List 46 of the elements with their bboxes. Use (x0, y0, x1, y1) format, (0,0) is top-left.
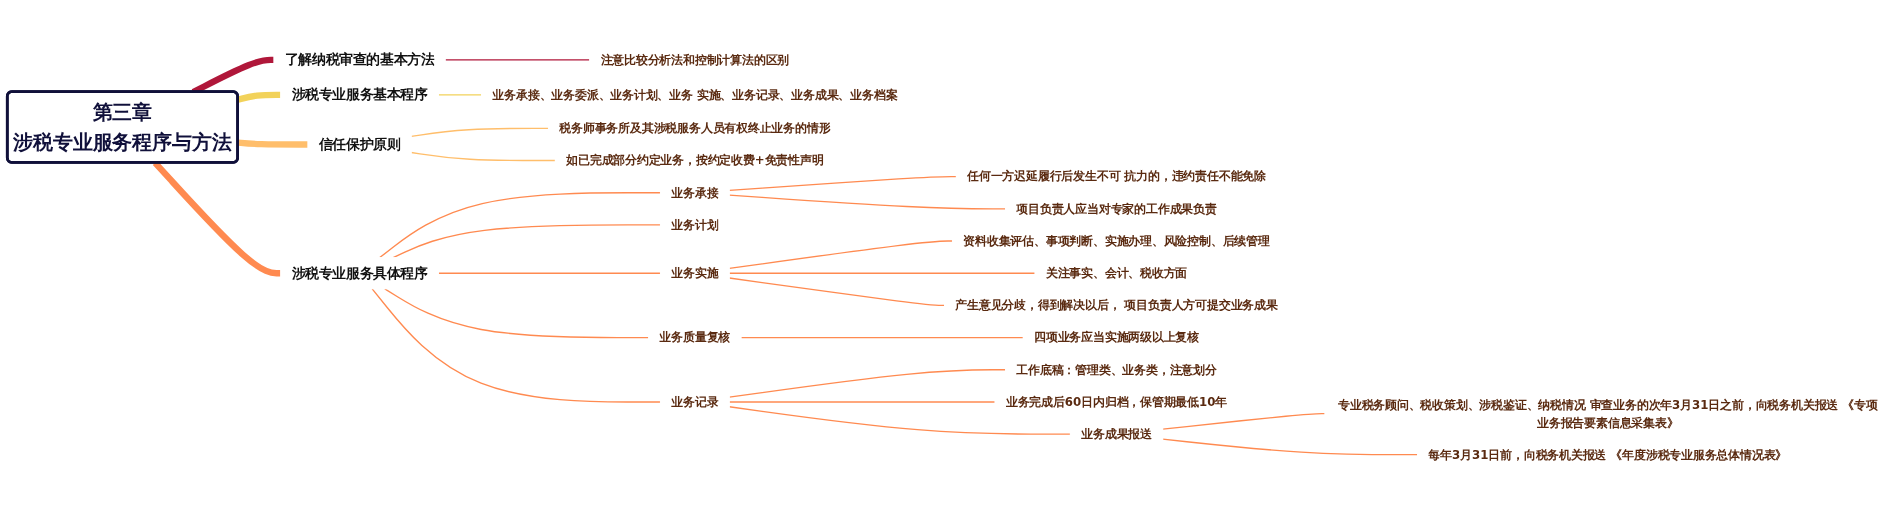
node-text: 工作底稿：管理类、业务类，注意划分 (1016, 363, 1217, 377)
connector (444, 59, 591, 61)
connector (740, 337, 1024, 339)
node-text: 业务实施 (671, 266, 719, 281)
connector (728, 406, 1071, 436)
node-text: 产生意见分歧，得到解决以后， 项目负责人方可提交业务成果 (955, 298, 1278, 313)
connector (237, 92, 281, 104)
node-text: 项目负责人应当对专家的工作成果负责 (1016, 202, 1217, 216)
connector (728, 277, 946, 307)
connector (437, 272, 662, 275)
connector (392, 224, 662, 259)
node-text: 四项业务应当实施两级以上复核 (1034, 330, 1200, 345)
node-text: 任何一方迟延履行后发生不可 抗力的，违约责任不能免除 (967, 170, 1266, 184)
node-text: 关注事实、会计、税收方面 (1045, 266, 1188, 281)
connector (379, 192, 662, 259)
connector (728, 369, 1007, 399)
node-text: 业务成果报送 (1081, 427, 1152, 442)
node-text: 业务承接、业务委派、业务计划、业务 实施、业务记录、业务成果、业务档案 (492, 88, 898, 102)
node-text: 注意比较分析法和控制计算法的区别 (600, 53, 790, 67)
node-text: 涉税专业服务具体程序 (291, 265, 428, 282)
connector (1162, 413, 1326, 431)
node-text: 业务计划 (671, 218, 719, 232)
node-text: 每年3月31日前，向税务机关报送 《年度涉税专业服务总体情况表》 (1428, 448, 1788, 462)
node-text: 资料收集评估、事项判断、实施办理、风险控制、后续管理 (963, 234, 1270, 248)
node-text: 如已完成部分约定业务，按约定收费+免责性声明 (566, 153, 824, 168)
connector (1162, 438, 1419, 456)
connector (371, 288, 662, 404)
node-text: 专业税务顾问、税收策划、涉税鉴证、纳税情况 审查业务的次年3月31日之前，向税务机关报送 《专项业务报告要素信息采集表》 (1337, 398, 1878, 430)
connector (437, 94, 483, 96)
node-text: 业务承接 (671, 186, 719, 200)
node-text: 涉税专业服务基本程序 (291, 86, 428, 104)
connector (728, 272, 1036, 275)
node-text: 了解纳税审查的基本方法 (284, 51, 435, 69)
connector (728, 240, 954, 270)
connector (728, 194, 1007, 210)
node-text: 业务记录 (671, 395, 719, 409)
connector (237, 139, 308, 148)
connector (384, 288, 650, 339)
node-text: 税务师事务所及其涉税服务人员有权终止业务的情形 (559, 121, 831, 136)
node-text: 业务完成后60日内归档，保管期最低10年 (1005, 395, 1228, 409)
connector (410, 152, 556, 162)
connector (410, 128, 550, 138)
node-text: 业务质量复核 (659, 330, 731, 345)
node-text: 信任保护原则 (318, 136, 401, 153)
connector (728, 401, 996, 404)
connector (728, 176, 957, 192)
